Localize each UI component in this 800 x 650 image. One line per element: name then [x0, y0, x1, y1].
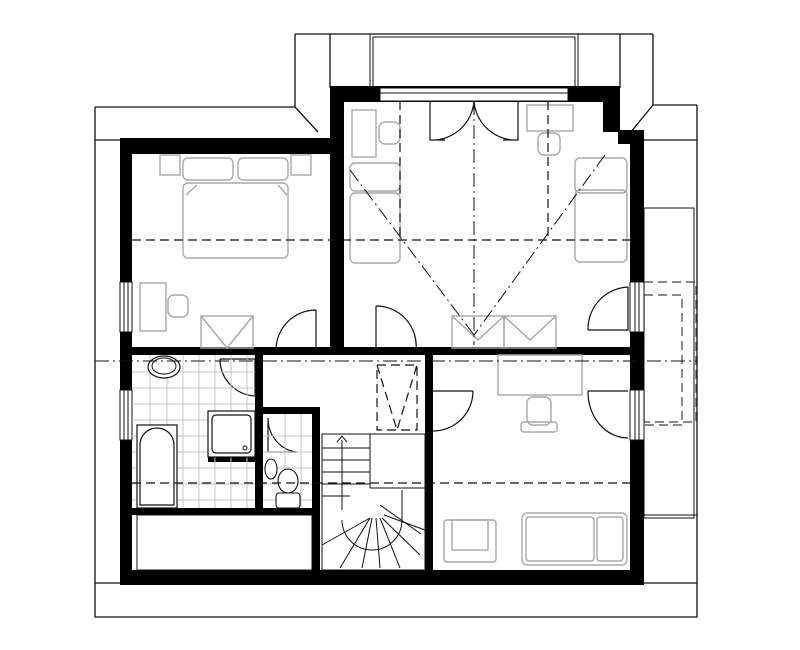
wc — [263, 414, 312, 509]
twin-bedroom — [349, 101, 628, 349]
roof-slope-lines — [95, 239, 697, 484]
master-bedroom — [139, 154, 312, 350]
study-bedroom — [443, 354, 628, 566]
walls — [120, 86, 644, 585]
bathroom — [132, 355, 256, 509]
hallway-stairs — [321, 364, 426, 571]
storage — [136, 514, 313, 571]
